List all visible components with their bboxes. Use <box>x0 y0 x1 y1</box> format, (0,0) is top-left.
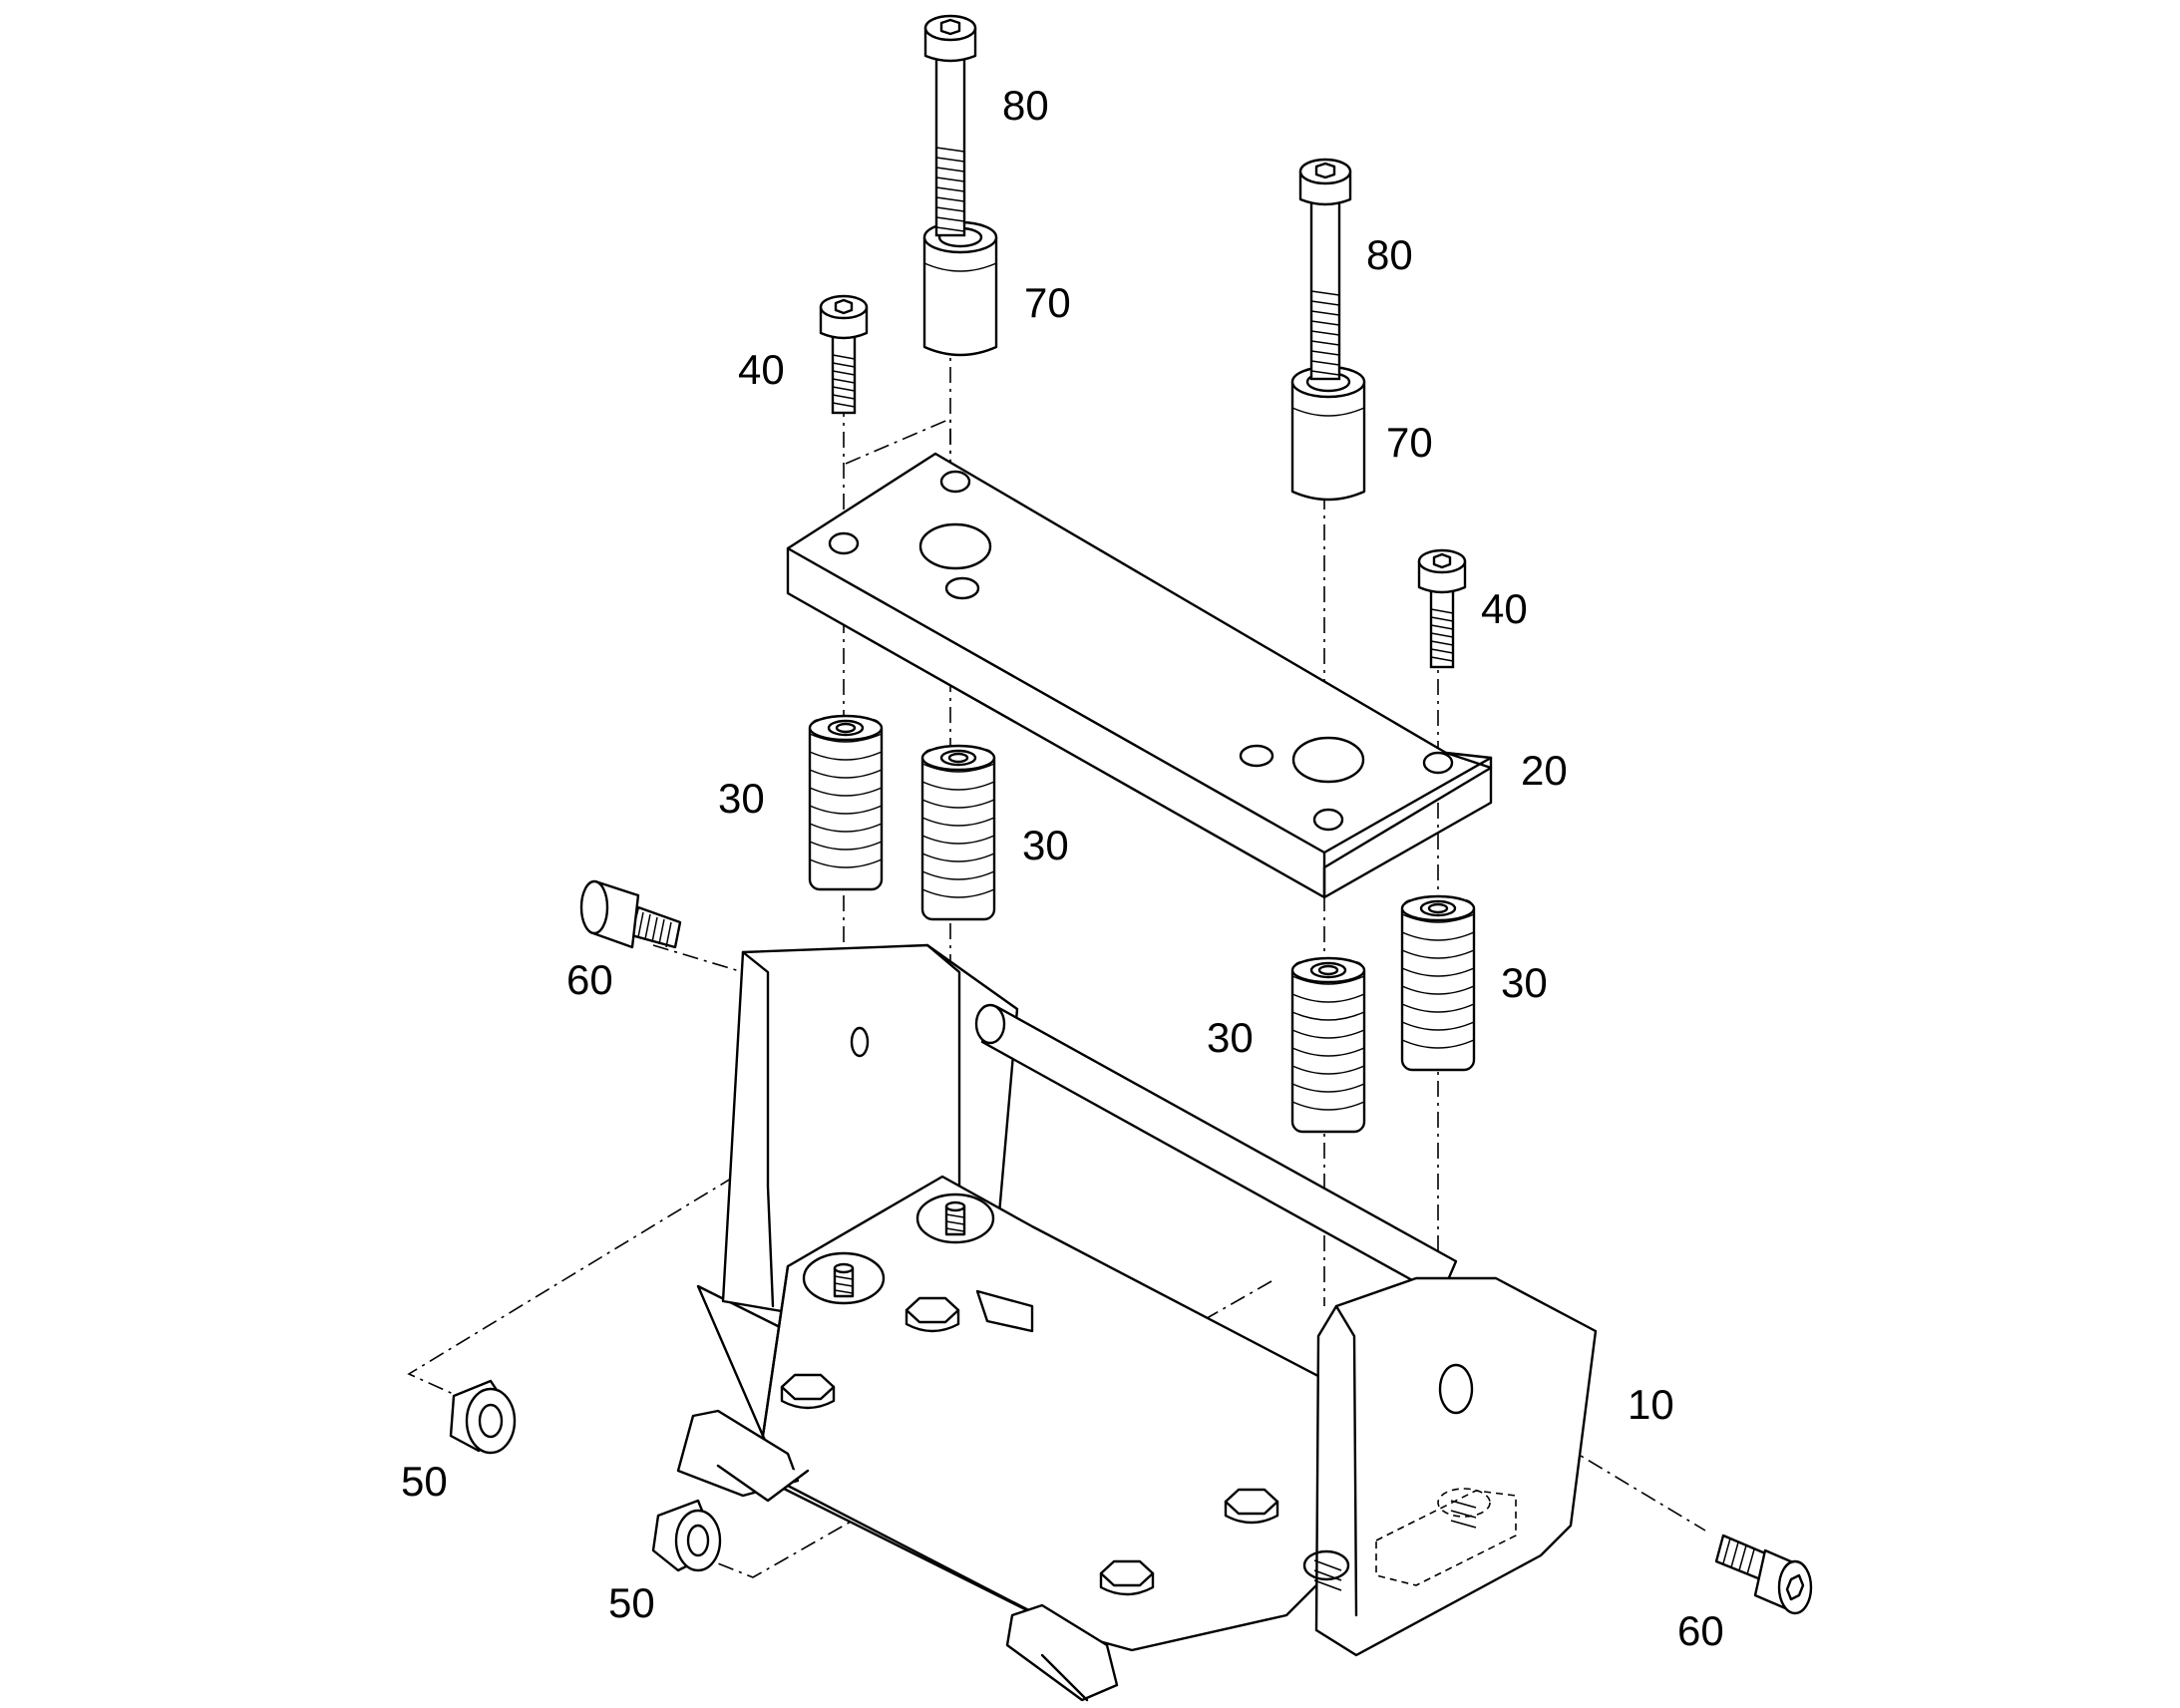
label-70-right: 70 <box>1386 419 1433 466</box>
screw-60-right <box>1714 1534 1813 1615</box>
label-80-left: 80 <box>1002 82 1049 129</box>
label-50-left: 50 <box>401 1458 448 1505</box>
nut-50-right <box>651 1499 722 1572</box>
label-30-a: 30 <box>718 775 765 822</box>
bushings-part-70 <box>922 220 1366 502</box>
base-part-10 <box>676 943 1598 1702</box>
label-30-c: 30 <box>1501 959 1548 1006</box>
label-30-b: 30 <box>1022 822 1069 868</box>
label-40-left: 40 <box>738 346 785 393</box>
label-20: 20 <box>1521 747 1568 794</box>
label-60-left: 60 <box>566 956 613 1003</box>
label-50-right: 50 <box>608 1579 655 1626</box>
label-80-right: 80 <box>1366 231 1413 278</box>
label-10: 10 <box>1628 1381 1674 1428</box>
label-70-left: 70 <box>1024 279 1071 326</box>
label-30-d: 30 <box>1207 1014 1254 1061</box>
label-60-right: 60 <box>1677 1607 1724 1654</box>
plate-part-20 <box>786 452 1493 899</box>
callout-labels: 80 80 70 70 40 40 20 30 30 30 30 60 60 1… <box>401 82 1724 1654</box>
screw-60-left <box>579 879 682 949</box>
nut-50-left <box>449 1379 517 1455</box>
label-40-right: 40 <box>1481 585 1528 632</box>
